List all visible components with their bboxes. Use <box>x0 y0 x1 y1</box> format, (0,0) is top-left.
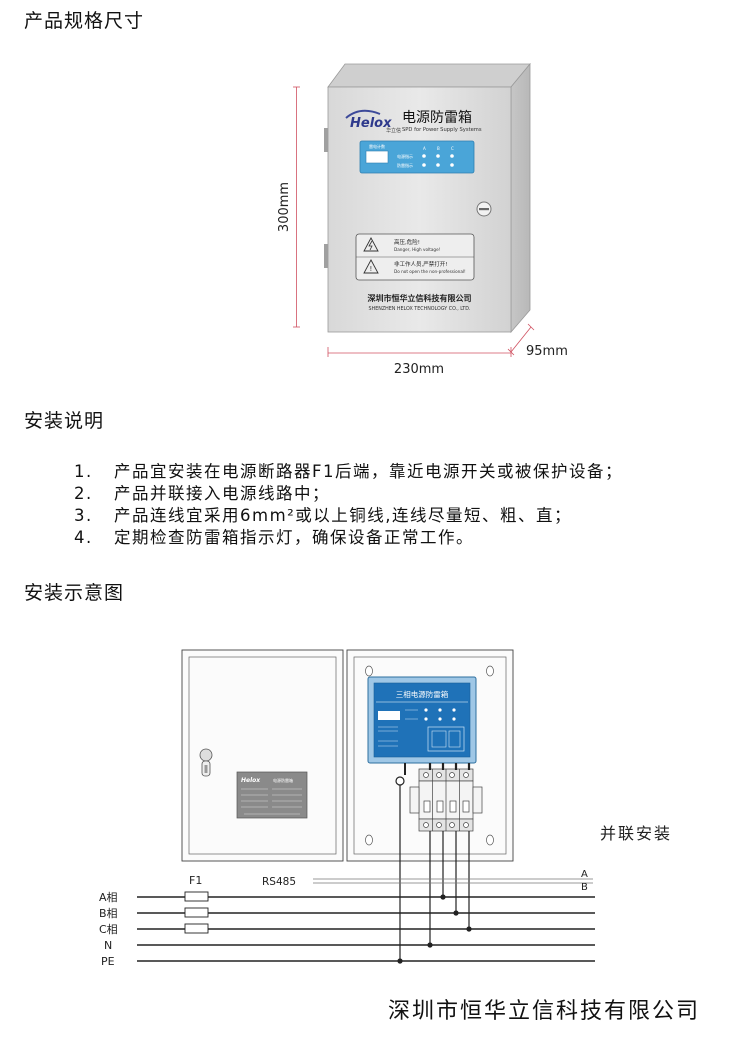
box-side <box>510 62 531 334</box>
breaker-f1 <box>184 891 209 934</box>
instruction-item: 4.定期检查防雷箱指示灯，确保设备正常工作。 <box>74 528 474 547</box>
width-dimension <box>327 347 512 357</box>
box-top <box>327 63 531 88</box>
mounting-holes <box>365 665 494 846</box>
module-title: 三相电源防雷箱 <box>396 689 449 699</box>
box-company-cn: 深圳市恒华立信科技有限公司 <box>368 293 472 303</box>
breaker-label: F1 <box>189 874 202 887</box>
svg-text:Helox: Helox <box>241 777 261 784</box>
product-subtitle: SPD for Power Supply Systems <box>402 127 482 133</box>
power-lines <box>137 896 595 962</box>
svg-text:Helox: Helox <box>350 116 392 131</box>
warning-line1-en: Danger, High voltage! <box>394 247 441 252</box>
svg-text:!: ! <box>370 265 373 273</box>
rs485-label: RS485 <box>262 876 296 888</box>
door-nameplate: Helox 电源防雷箱 <box>236 771 308 819</box>
footer-company: 深圳市恒华立信科技有限公司 <box>387 999 700 1024</box>
module-leds <box>424 708 456 721</box>
height-label: 300mm <box>277 182 292 232</box>
col-a-label: A <box>423 146 426 151</box>
line-label-a: A相 <box>99 891 118 904</box>
svg-text:华立信: 华立信 <box>386 127 401 134</box>
box-company-en: SHENZHEN HELOX TECHNOLOGY CO., LTD. <box>369 306 471 312</box>
line-label-b: B相 <box>99 907 118 920</box>
terminal-blocks <box>409 768 483 832</box>
module-counter <box>378 711 400 720</box>
counter-label: 雷电计数 <box>369 143 385 149</box>
spd-indicator-label: 防雷指示 <box>397 162 413 168</box>
indicator-panel <box>359 140 475 174</box>
power-indicator-label: 电源指示 <box>397 153 413 159</box>
diagram-section-title: 安装示意图 <box>24 582 125 604</box>
high-voltage-icon <box>363 237 379 252</box>
depth-dimension <box>507 323 535 356</box>
svg-text:电源防雷箱: 电源防雷箱 <box>273 777 293 783</box>
parallel-install-label: 并联安装 <box>600 824 672 843</box>
warning-line2-cn: 非工作人员,严禁打开! <box>394 260 447 268</box>
door-lock-icon <box>199 748 213 777</box>
warning-line2-en: Do not open the non-professional! <box>394 269 466 274</box>
line-label-n: N <box>104 939 112 952</box>
depth-label: 95mm <box>526 344 568 359</box>
ground-lug-icon <box>395 763 406 960</box>
spec-section-title: 产品规格尺寸 <box>24 10 145 32</box>
counter-display <box>365 150 389 164</box>
product-title: 电源防雷箱 <box>402 110 472 126</box>
rs485-a-label: A <box>581 869 588 880</box>
hinge-icon <box>324 244 328 268</box>
col-c-label: C <box>451 146 454 151</box>
width-label: 230mm <box>394 362 444 377</box>
line-label-c: C相 <box>99 923 118 936</box>
module-cables <box>428 763 471 770</box>
warning-icon <box>363 259 379 274</box>
instruction-item: 1.产品宜安装在电源断路器F1后端，靠近电源开关或被保护设备； <box>74 462 623 481</box>
install-section-title: 安装说明 <box>24 410 105 432</box>
hinge-icon <box>324 128 328 152</box>
product-drawing: Helox 华立信 电源防雷箱 SPD for Power Supply Sys… <box>277 62 568 377</box>
rs485-b-label: B <box>581 882 588 893</box>
indicator-leds <box>422 154 454 167</box>
warning-line1-cn: 高压,危险! <box>394 238 420 246</box>
col-b-label: B <box>437 146 440 151</box>
instruction-item: 2.产品并联接入电源线路中； <box>74 484 330 503</box>
brand-logo: Helox 华立信 <box>345 109 401 134</box>
height-dimension <box>293 86 300 328</box>
instruction-item: 3.产品连线宜采用6mm²或以上铜线,连线尽量短、粗、直； <box>74 506 573 525</box>
vertical-wires <box>429 831 470 943</box>
installation-diagram: Helox 电源防雷箱 三相电源防雷箱 <box>99 649 672 968</box>
line-label-pe: PE <box>101 955 115 968</box>
junction-dots <box>397 894 472 964</box>
